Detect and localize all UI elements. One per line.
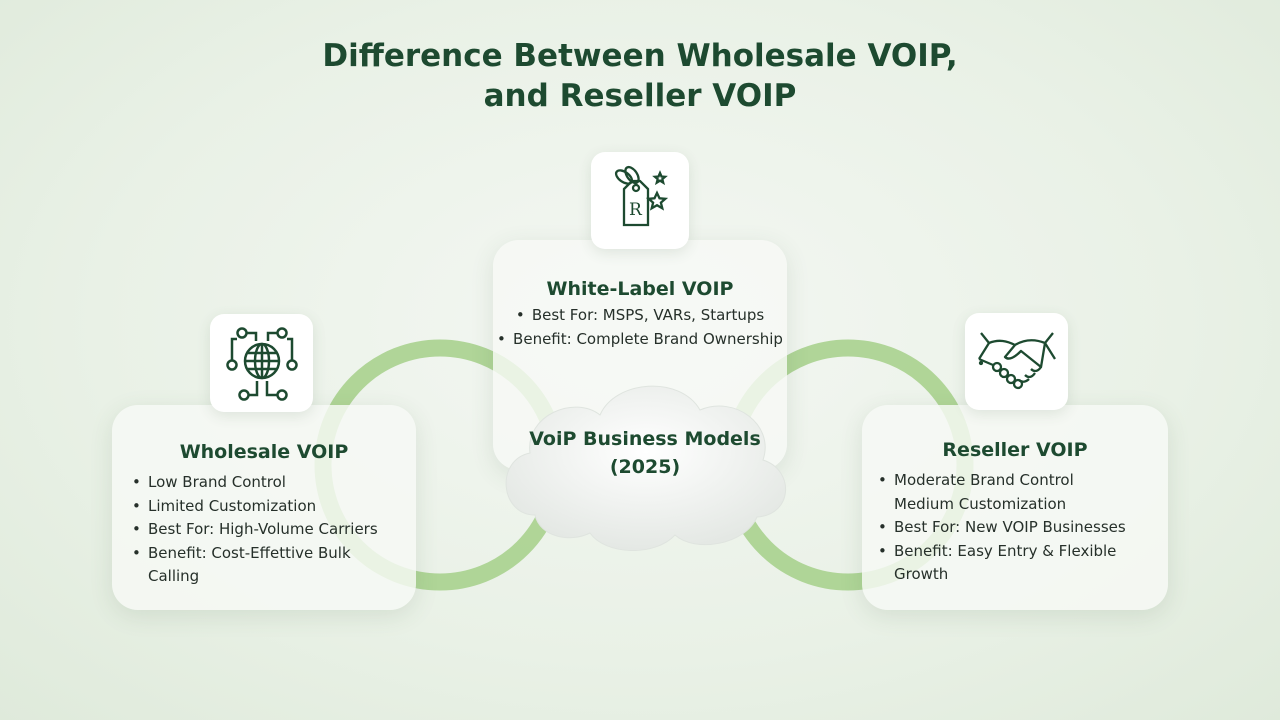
list-item-continued: Growth — [894, 565, 949, 583]
list-item: Benefit: Easy Entry & Flexible — [878, 540, 1168, 564]
card-title: Reseller VOIP — [942, 439, 1088, 461]
list-item-continued: Calling — [148, 567, 200, 585]
page-title: Difference Between Wholesale VOIP, and R… — [322, 38, 958, 114]
list-item: Benefit: Cost-Effettive Bulk — [132, 542, 416, 566]
list-item: Best For: MSPS, VARs, Startups — [516, 304, 764, 328]
center-label: VoiP Business Models (2025) — [529, 428, 761, 478]
list-item-continued: Medium Customization — [894, 494, 1067, 513]
card-title: Wholesale VOIP — [179, 441, 349, 463]
globe-network-icon — [210, 314, 313, 412]
svg-text:R: R — [629, 200, 643, 220]
list-item: Low Brand Control — [132, 471, 416, 495]
brand-tag-icon: R — [591, 152, 689, 249]
list-item: Limited Customization — [132, 495, 416, 519]
wholesale-card: Wholesale VOIP Low Brand Control Limited… — [112, 405, 416, 610]
handshake-icon — [965, 313, 1068, 410]
list-item: Best For: New VOIP Businesses — [878, 516, 1168, 540]
cloud-shape — [505, 385, 787, 551]
reseller-card: Reseller VOIP Moderate Brand Control Med… — [862, 405, 1168, 610]
list-item: Benefit: Complete Brand Ownership — [497, 328, 783, 352]
list-item: Best For: High-Volume Carriers — [132, 518, 416, 542]
card-title: White-Label VOIP — [546, 278, 734, 300]
list-item: Moderate Brand Control — [878, 469, 1168, 493]
